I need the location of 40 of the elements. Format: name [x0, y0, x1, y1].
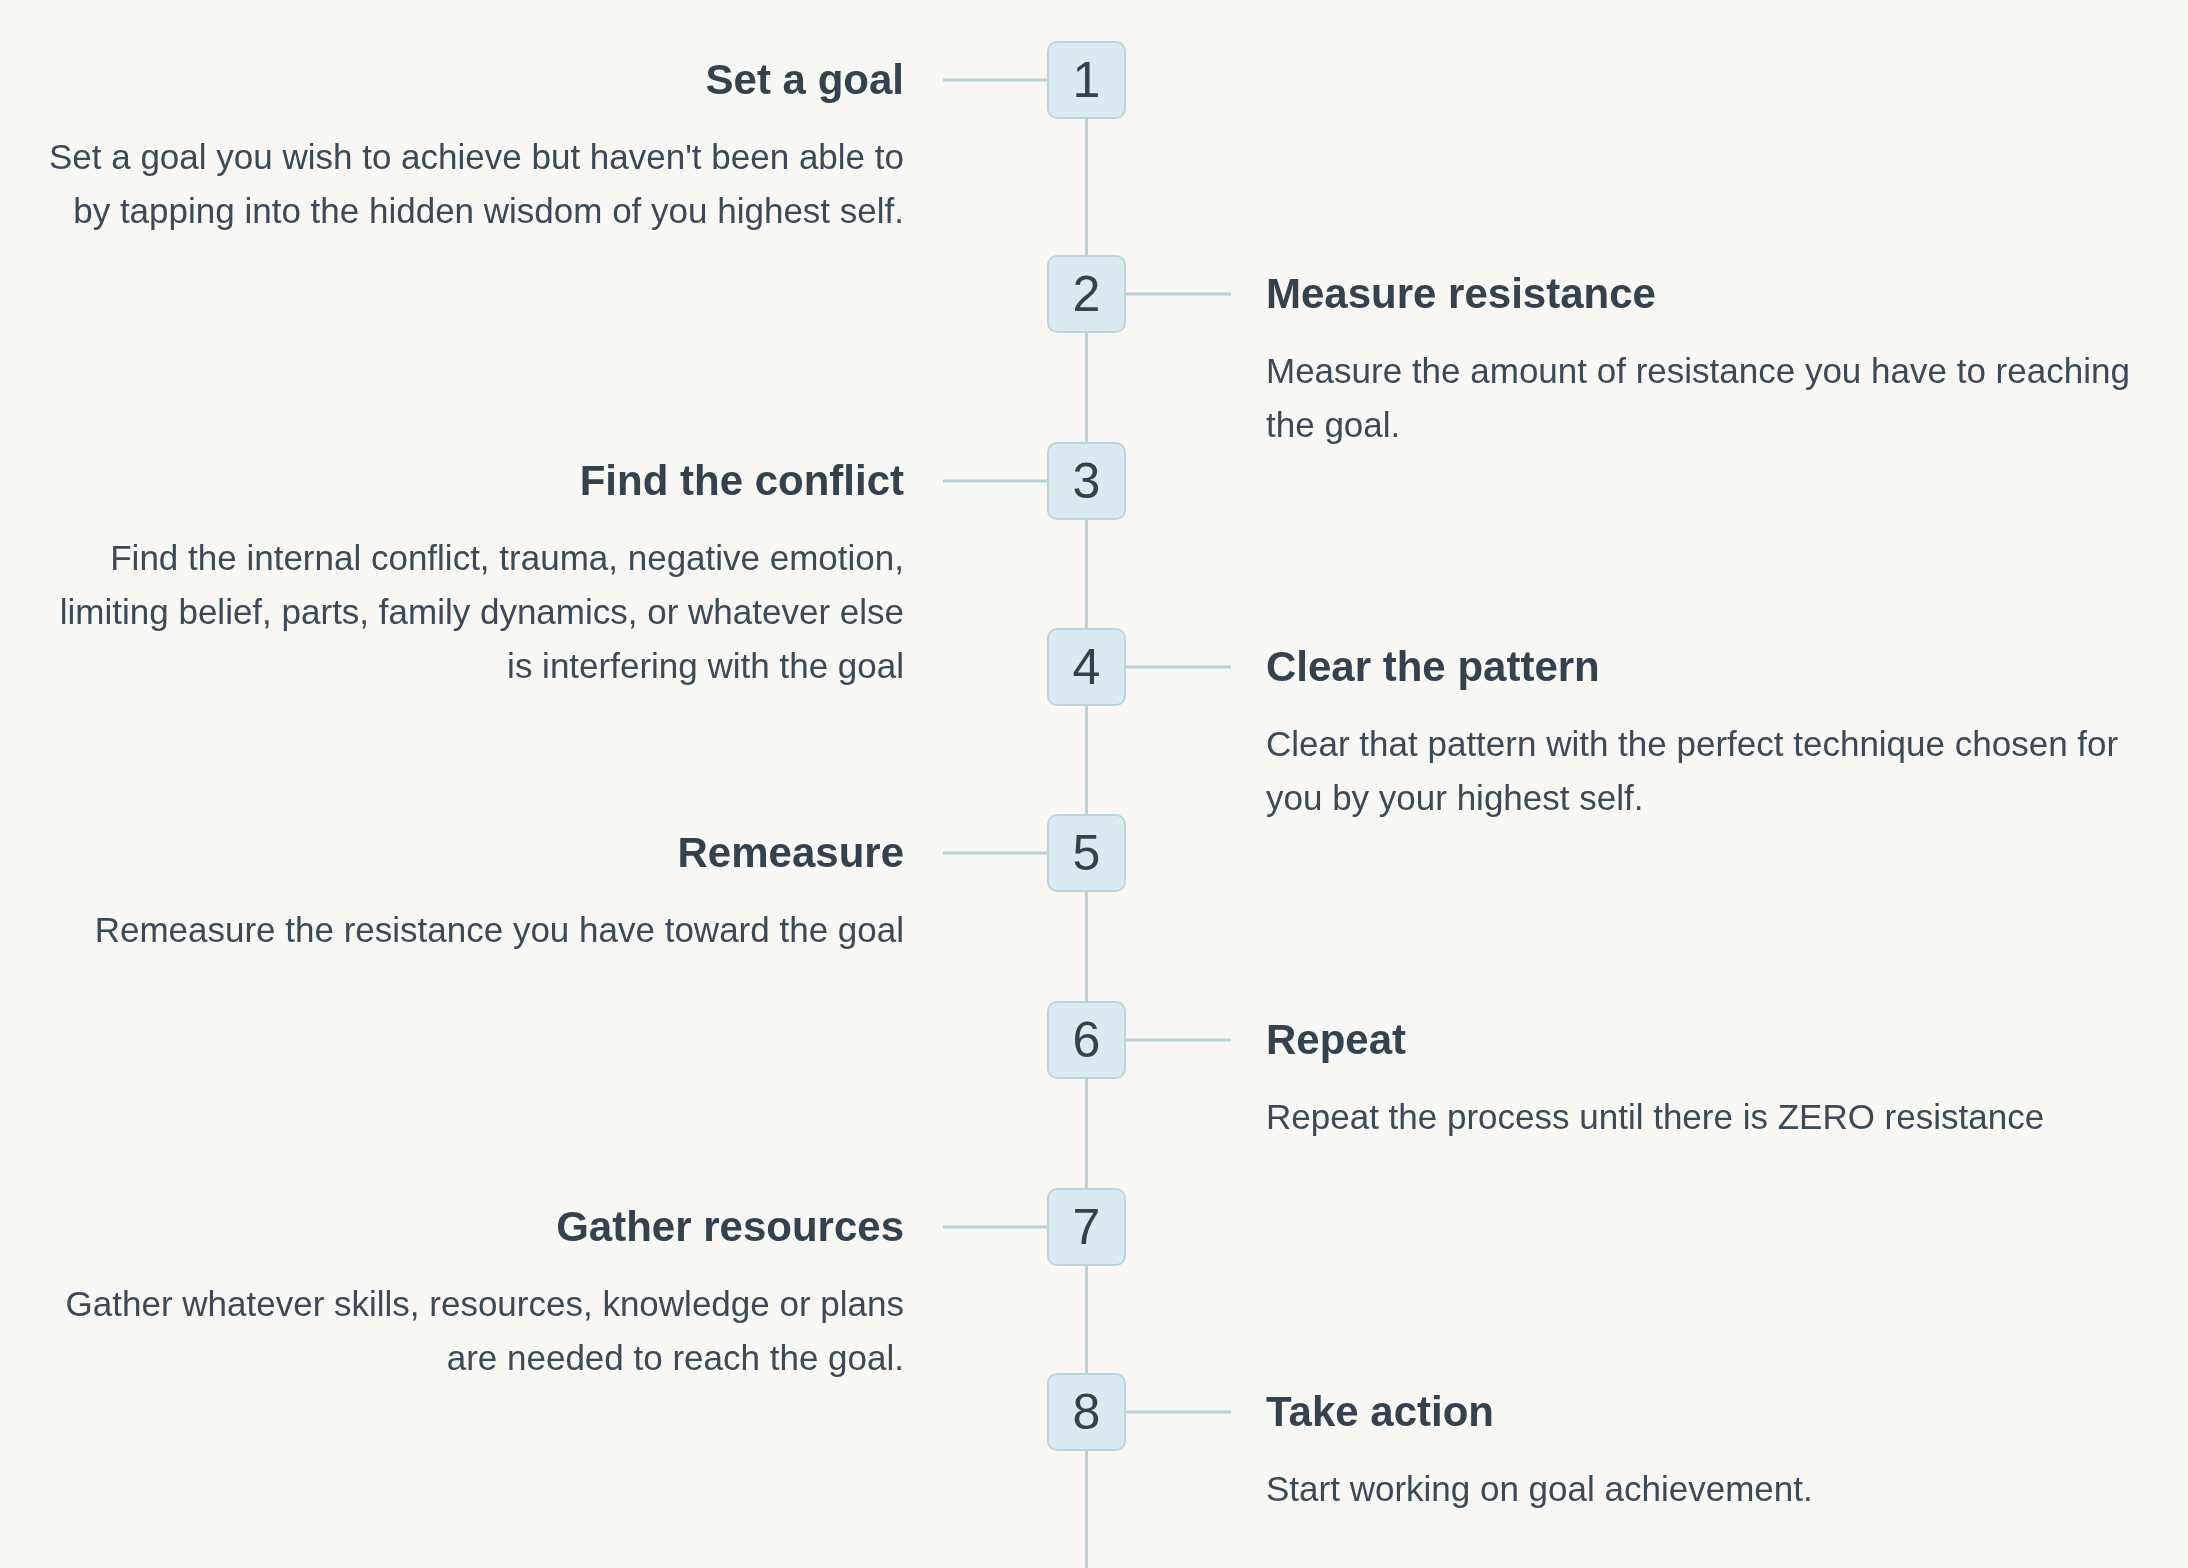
step-title: Remeasure: [677, 828, 904, 878]
connector-line: [1085, 892, 1088, 1001]
step-description: Measure the amount of resistance you have to reaching the goal.: [1266, 350, 2131, 446]
step-description: Repeat the process until there is ZERO resistance: [1266, 1096, 2045, 1138]
step-number-box: 4: [1047, 628, 1126, 706]
connector-line: [1085, 520, 1088, 628]
connector-line: [943, 479, 1047, 483]
step-number-box: 2: [1047, 255, 1126, 333]
step-number-box: 7: [1047, 1188, 1126, 1266]
connector-line: [1085, 1079, 1088, 1188]
step-title: Gather resources: [556, 1202, 904, 1252]
connector-line: [943, 78, 1047, 82]
step-number-box: 5: [1047, 814, 1126, 892]
step-title: Find the conflict: [579, 456, 904, 506]
step-description: Set a goal you wish to achieve but haven't been able to by tapping into the hidden wisdom of you highest self.: [47, 136, 904, 232]
step-number-box: 3: [1047, 442, 1126, 520]
connector-line: [943, 1225, 1047, 1229]
connector-line: [1085, 1266, 1088, 1373]
step-number-box: 8: [1047, 1373, 1126, 1451]
step-title: Measure resistance: [1266, 269, 1656, 319]
step-number-box: 1: [1047, 41, 1126, 119]
step-title: Clear the pattern: [1266, 642, 1600, 692]
connector-line: [1126, 665, 1231, 669]
connector-line: [943, 851, 1047, 855]
step-description: Clear that pattern with the perfect technique chosen for you by your highest self.: [1266, 723, 2120, 819]
step-title: Set a goal: [705, 55, 904, 105]
step-number-box: 6: [1047, 1001, 1126, 1079]
step-description: Gather whatever skills, resources, knowledge or plans are needed to reach the goal.: [64, 1283, 904, 1379]
connector-line: [1085, 119, 1088, 255]
connector-line: [1126, 1038, 1231, 1042]
connector-line: [1085, 706, 1088, 814]
step-description: Remeasure the resistance you have toward the goal: [94, 909, 904, 951]
step-title: Repeat: [1266, 1015, 1407, 1065]
connector-line: [1126, 1410, 1231, 1414]
connector-line: [1126, 292, 1231, 296]
step-description: Find the internal conflict, trauma, negative emotion, limiting belief, parts, family dynamics, or whatever else is interfering with the goal: [58, 537, 904, 687]
connector-line: [1085, 333, 1088, 442]
step-description: Start working on goal achievement.: [1266, 1468, 1813, 1510]
step-title: Take action: [1266, 1387, 1494, 1437]
connector-line: [1085, 1451, 1088, 1568]
